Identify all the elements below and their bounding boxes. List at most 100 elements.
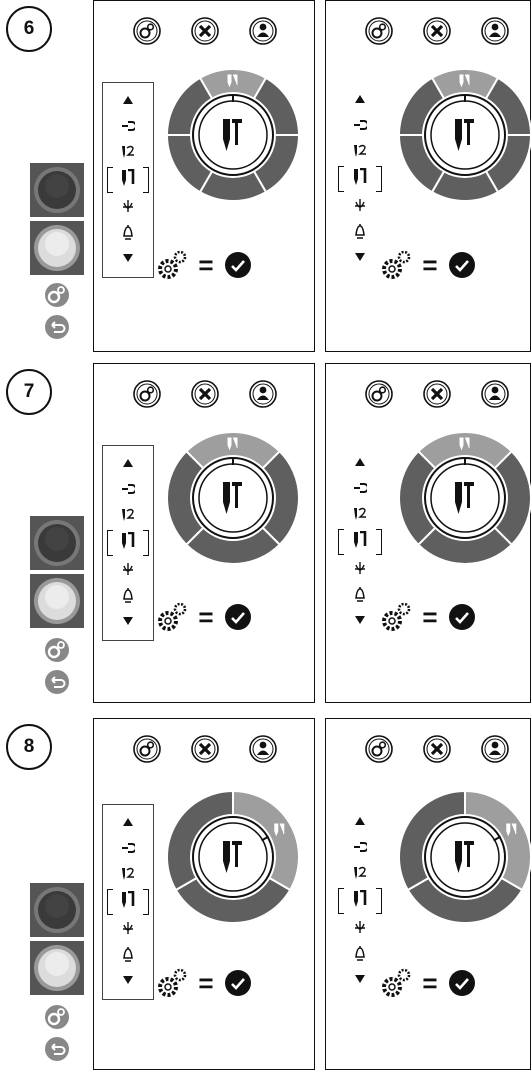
light-round-button[interactable] bbox=[30, 941, 84, 995]
tools-icon[interactable] bbox=[422, 379, 452, 409]
back-icon[interactable] bbox=[44, 314, 70, 340]
gear-settings-icon[interactable] bbox=[364, 379, 394, 409]
nozzle-selected-icon[interactable] bbox=[103, 167, 153, 189]
user-icon[interactable] bbox=[248, 16, 278, 46]
bell-icon[interactable] bbox=[334, 942, 386, 964]
arrow-up-icon[interactable] bbox=[103, 811, 153, 833]
tulip-icon[interactable] bbox=[334, 194, 386, 216]
nozzle-two-icon[interactable] bbox=[334, 503, 386, 525]
tools-icon[interactable] bbox=[422, 734, 452, 764]
nozzle-purge-icon[interactable] bbox=[103, 478, 153, 500]
tulip-icon[interactable] bbox=[103, 917, 153, 939]
nozzle-two-icon[interactable] bbox=[334, 862, 386, 884]
dial-center bbox=[431, 101, 499, 169]
user-icon[interactable] bbox=[248, 734, 278, 764]
nozzle-two-icon[interactable] bbox=[103, 141, 153, 163]
check-icon bbox=[448, 969, 476, 997]
equals-sign: = bbox=[198, 970, 213, 996]
step-number: 7 bbox=[6, 369, 52, 415]
nozzle-selected-icon[interactable] bbox=[334, 166, 386, 188]
gear-settings-icon[interactable] bbox=[132, 379, 162, 409]
nozzle-dial[interactable] bbox=[396, 429, 531, 567]
tulip-icon[interactable] bbox=[334, 557, 386, 579]
tools-icon[interactable] bbox=[422, 16, 452, 46]
gear-icon bbox=[380, 968, 412, 998]
tulip-icon[interactable] bbox=[103, 195, 153, 217]
user-icon[interactable] bbox=[480, 16, 510, 46]
light-round-button[interactable] bbox=[30, 574, 84, 628]
dark-round-button[interactable] bbox=[30, 883, 84, 937]
user-icon[interactable] bbox=[480, 379, 510, 409]
screen-panel: = bbox=[325, 718, 531, 1070]
gear-icon[interactable] bbox=[44, 637, 70, 663]
dial-center bbox=[199, 101, 267, 169]
nozzle-dial[interactable] bbox=[396, 66, 531, 204]
nozzle-selected-icon[interactable] bbox=[103, 530, 153, 552]
dark-round-button[interactable] bbox=[30, 163, 84, 217]
gear-settings-icon[interactable] bbox=[364, 16, 394, 46]
nozzle-selected-icon[interactable] bbox=[103, 889, 153, 911]
step-6: 6 = bbox=[0, 0, 531, 350]
gear-icon bbox=[380, 250, 412, 280]
nozzle-purge-icon[interactable] bbox=[103, 115, 153, 137]
gear-icon bbox=[156, 250, 188, 280]
nozzle-selected-icon[interactable] bbox=[334, 529, 386, 551]
nozzle-purge-icon[interactable] bbox=[334, 114, 386, 136]
gear-settings-icon[interactable] bbox=[132, 734, 162, 764]
nozzle-purge-icon[interactable] bbox=[103, 837, 153, 859]
dark-round-button[interactable] bbox=[30, 516, 84, 570]
step-number: 8 bbox=[6, 724, 52, 770]
confirm-row: = bbox=[326, 248, 530, 282]
user-icon[interactable] bbox=[248, 379, 278, 409]
screen-panel: = bbox=[93, 0, 315, 352]
back-icon[interactable] bbox=[44, 1036, 70, 1062]
check-icon bbox=[448, 251, 476, 279]
bell-icon[interactable] bbox=[103, 943, 153, 965]
arrow-up-icon[interactable] bbox=[334, 88, 386, 110]
gear-icon bbox=[156, 602, 188, 632]
gear-icon[interactable] bbox=[44, 1004, 70, 1030]
arrow-up-icon[interactable] bbox=[334, 810, 386, 832]
nozzle-dial[interactable] bbox=[164, 429, 302, 567]
confirm-row: = bbox=[94, 600, 314, 634]
bell-icon[interactable] bbox=[103, 221, 153, 243]
gear-settings-icon[interactable] bbox=[364, 734, 394, 764]
nozzle-dial[interactable] bbox=[396, 788, 531, 926]
nozzle-dial[interactable] bbox=[164, 788, 302, 926]
tulip-icon[interactable] bbox=[334, 916, 386, 938]
nozzle-purge-icon[interactable] bbox=[334, 836, 386, 858]
nozzle-two-icon[interactable] bbox=[103, 504, 153, 526]
arrow-up-icon[interactable] bbox=[103, 452, 153, 474]
nozzle-purge-icon[interactable] bbox=[334, 477, 386, 499]
user-icon[interactable] bbox=[480, 734, 510, 764]
tools-icon[interactable] bbox=[190, 379, 220, 409]
gear-icon bbox=[156, 968, 188, 998]
nozzle-selected-icon[interactable] bbox=[334, 888, 386, 910]
nozzle-dial[interactable] bbox=[164, 66, 302, 204]
confirm-row: = bbox=[94, 248, 314, 282]
bell-icon[interactable] bbox=[334, 220, 386, 242]
dial-center bbox=[199, 823, 267, 891]
light-round-button[interactable] bbox=[30, 221, 84, 275]
equals-sign: = bbox=[198, 604, 213, 630]
nozzle-two-icon[interactable] bbox=[334, 140, 386, 162]
tools-icon[interactable] bbox=[190, 16, 220, 46]
back-icon[interactable] bbox=[44, 669, 70, 695]
equals-sign: = bbox=[422, 604, 437, 630]
arrow-up-icon[interactable] bbox=[334, 451, 386, 473]
check-icon bbox=[224, 603, 252, 631]
screen-panel: = bbox=[93, 363, 315, 703]
equals-sign: = bbox=[198, 252, 213, 278]
step-8: 8 = bbox=[0, 718, 531, 1068]
gear-icon[interactable] bbox=[44, 282, 70, 308]
tulip-icon[interactable] bbox=[103, 558, 153, 580]
nozzle-two-icon[interactable] bbox=[103, 863, 153, 885]
screen-panel: = bbox=[325, 0, 531, 352]
arrow-up-icon[interactable] bbox=[103, 89, 153, 111]
screen-panel: = bbox=[93, 718, 315, 1070]
confirm-row: = bbox=[326, 600, 530, 634]
check-icon bbox=[224, 251, 252, 279]
gear-settings-icon[interactable] bbox=[132, 16, 162, 46]
tools-icon[interactable] bbox=[190, 734, 220, 764]
dial-center bbox=[199, 464, 267, 532]
